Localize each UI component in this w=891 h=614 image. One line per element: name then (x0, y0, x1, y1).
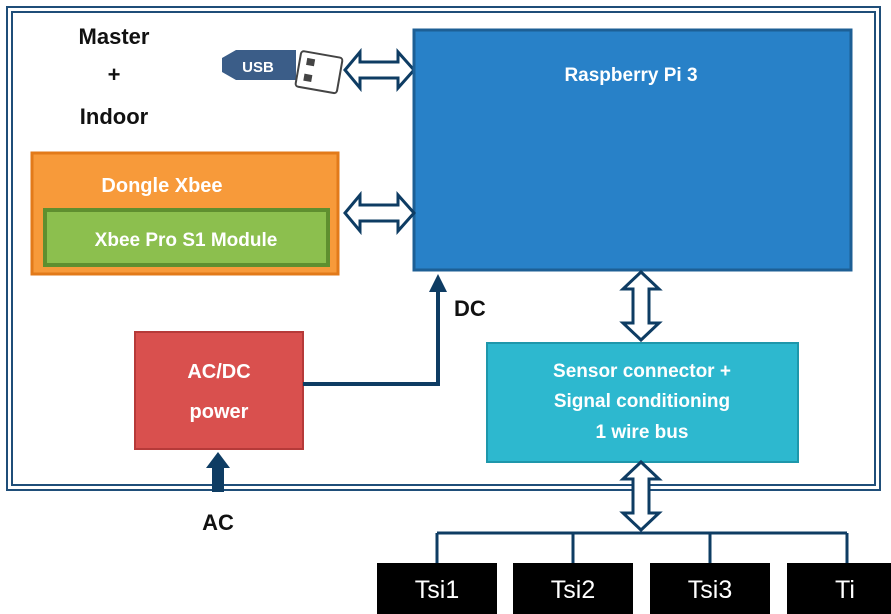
raspberry-pi-title: Raspberry Pi 3 (564, 65, 697, 86)
system-title-line2: + (108, 62, 121, 87)
power-label-line1: AC/DC (187, 361, 250, 383)
system-title-line1: Master (79, 24, 150, 49)
raspberry-pi-block: Raspberry Pi 3 (412, 28, 853, 272)
sensor-block-line1: Sensor connector + (553, 361, 731, 382)
system-title-line3: Indoor (80, 104, 149, 129)
sensor-block-line3: 1 wire bus (596, 422, 689, 443)
usb-stick-icon: USB (222, 50, 344, 95)
dongle-xbee-block: Dongle Xbee Xbee Pro S1 Module (30, 151, 340, 276)
xbee-link-double-arrow-icon (343, 190, 417, 236)
sensor-block-line2: Signal conditioning (554, 391, 730, 412)
sensor-tsi1: Tsi1 (377, 563, 497, 614)
rpi-sensor-double-arrow-icon (619, 269, 663, 343)
acdc-power-block: AC/DC power (134, 331, 304, 450)
sensor-label: Tsi1 (415, 576, 459, 604)
sensor-bus-double-arrow-icon (619, 459, 663, 533)
dongle-title: Dongle Xbee (101, 175, 222, 197)
dc-label: DC (454, 296, 486, 321)
one-wire-bus (435, 531, 849, 563)
ac-input-arrow (206, 452, 230, 492)
usb-label: USB (242, 59, 274, 76)
power-label-line2: power (190, 401, 249, 423)
sensor-tsi3: Tsi3 (650, 563, 770, 614)
dc-power-line (303, 274, 447, 386)
sensor-label: Tsi2 (551, 576, 595, 604)
system-frame (6, 6, 881, 491)
xbee-module-label: Xbee Pro S1 Module (95, 230, 278, 251)
sensor-label: Ti (835, 576, 855, 604)
ac-label: AC (202, 510, 234, 535)
sensor-ti: Ti (787, 563, 891, 614)
usb-link-double-arrow-icon (343, 47, 417, 93)
sensor-label: Tsi3 (688, 576, 732, 604)
sensor-tsi2: Tsi2 (513, 563, 633, 614)
sensor-connector-block: Sensor connector + Signal conditioning 1… (486, 342, 799, 463)
